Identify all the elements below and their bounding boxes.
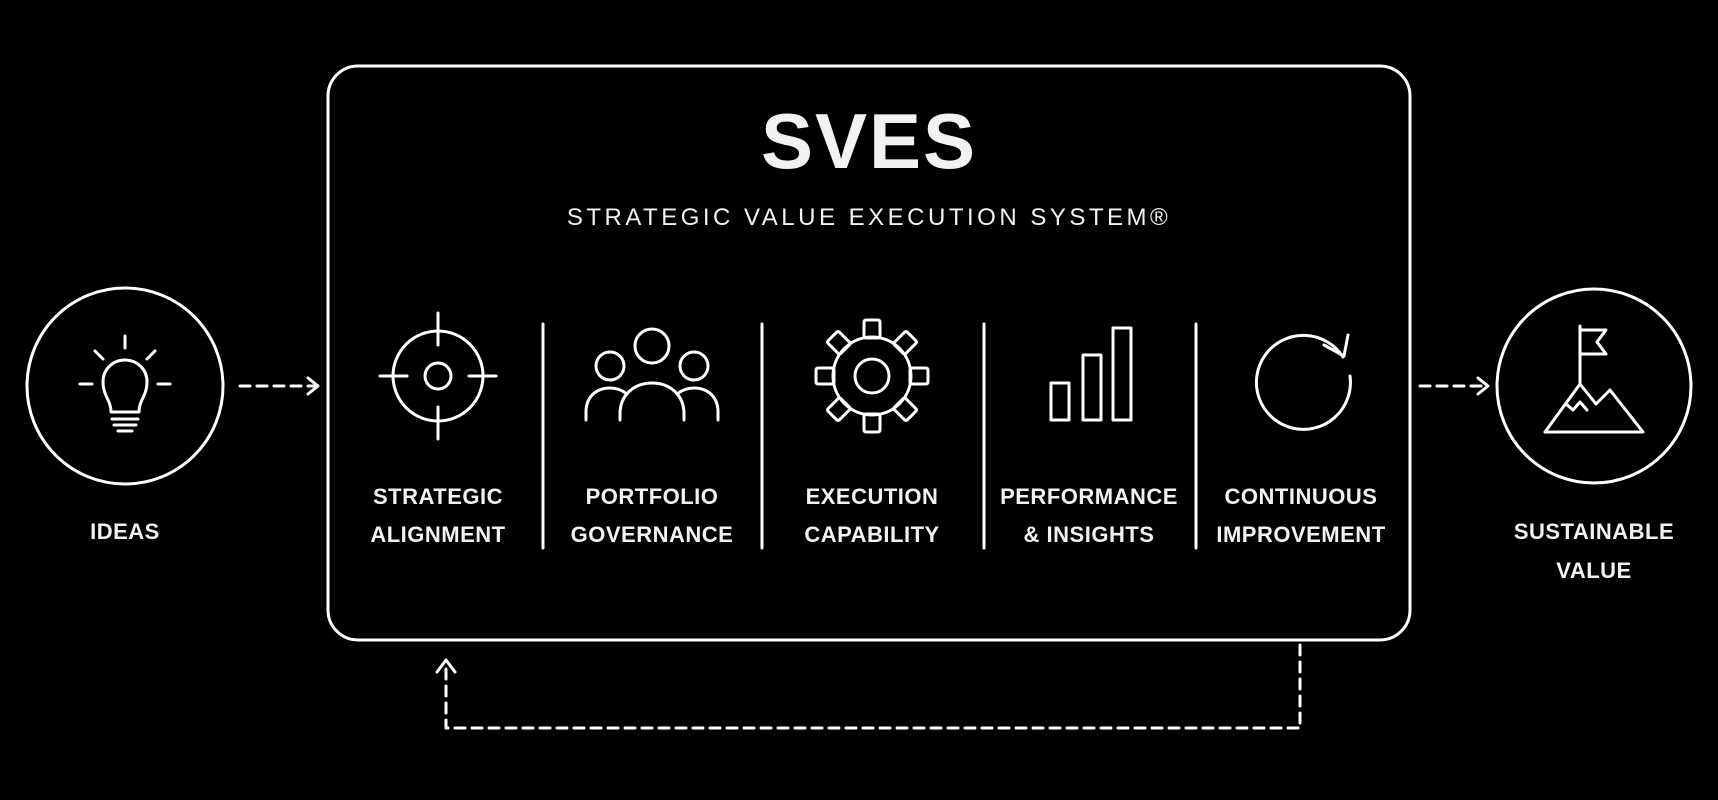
feedback-loop-arrow — [444, 643, 1302, 730]
stage-dividers — [541, 322, 1198, 550]
mountain-flag-icon — [1543, 324, 1645, 434]
stage-strategic-alignment-line2: ALIGNMENT — [370, 522, 506, 547]
people-group-icon — [584, 327, 720, 422]
stage-continuous-improvement-line2: IMPROVEMENT — [1216, 522, 1386, 547]
bar-chart-icon — [1049, 326, 1133, 422]
target-crosshair-icon — [378, 311, 498, 441]
lightbulb-icon — [78, 334, 172, 433]
gear-icon — [814, 318, 930, 434]
sustainable-value-circle — [1495, 287, 1693, 485]
sustainable-value-label-line1: SUSTAINABLE — [1513, 519, 1675, 544]
system-box — [326, 64, 1412, 642]
input-arrowhead — [306, 376, 320, 396]
stage-performance-insights-line2: & INSIGHTS — [1023, 522, 1155, 547]
feedback-loop-arrowhead — [435, 658, 457, 674]
diagram-title: SVES — [760, 97, 978, 185]
stage-portfolio-governance-line2: GOVERNANCE — [570, 522, 734, 547]
stage-strategic-alignment-line1: STRATEGIC — [373, 484, 503, 509]
ideas-circle — [25, 286, 225, 486]
sustainable-value-label-line2: VALUE — [1556, 558, 1632, 583]
refresh-cycle-icon — [1255, 333, 1352, 431]
stage-execution-capability-line2: CAPABILITY — [804, 522, 940, 547]
stage-portfolio-governance-line1: PORTFOLIO — [585, 484, 719, 509]
stage-continuous-improvement-line1: CONTINUOUS — [1224, 484, 1378, 509]
diagram-subtitle: STRATEGIC VALUE EXECUTION SYSTEM® — [566, 204, 1172, 231]
stage-execution-capability-line1: EXECUTION — [805, 484, 939, 509]
stage-performance-insights-line1: PERFORMANCE — [1000, 484, 1178, 509]
output-arrowhead — [1476, 376, 1490, 396]
ideas-label: IDEAS — [90, 519, 160, 544]
